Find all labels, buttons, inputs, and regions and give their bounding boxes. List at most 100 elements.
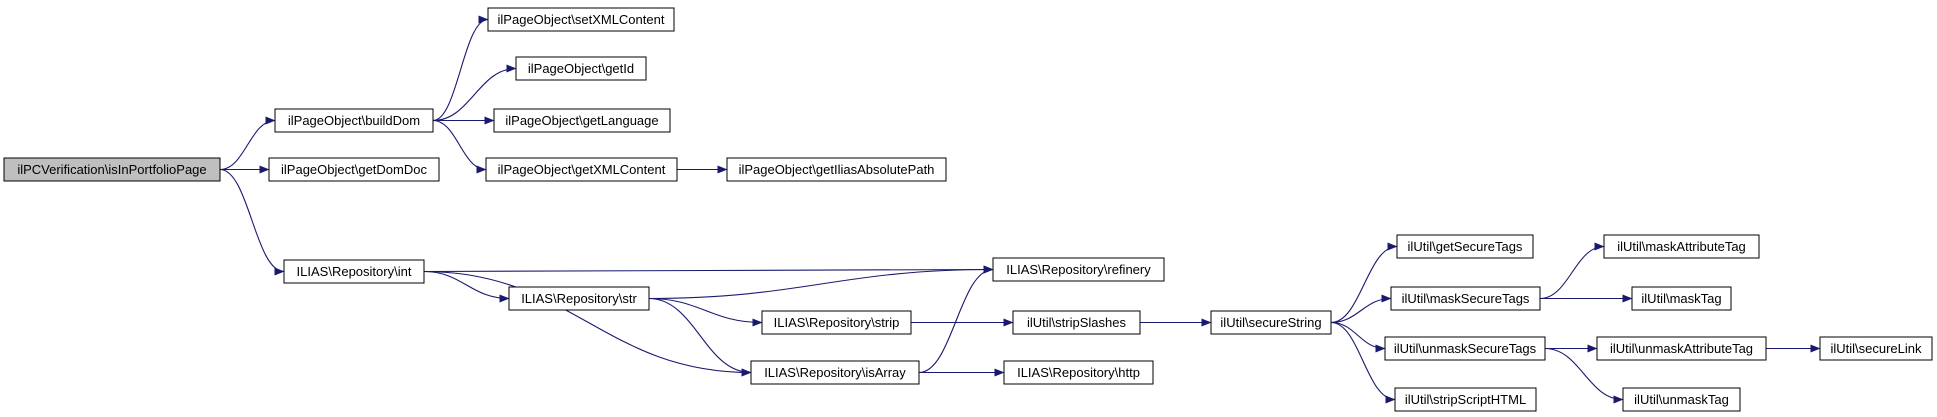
edge-int-to-refinery — [423, 265, 994, 274]
node-box — [1603, 234, 1760, 259]
node-get-id[interactable]: ilPageObject\getId — [515, 56, 647, 81]
node-box — [485, 157, 678, 182]
edge-int-to-str — [423, 270, 510, 303]
node-str[interactable]: ILIAS\Repository\str — [508, 286, 650, 311]
node-unmask-tag[interactable]: ilUtil\unmaskTag — [1622, 387, 1741, 412]
node-root[interactable]: ilPCVerification\isInPortfolioPage — [3, 157, 221, 182]
edge-arrow — [918, 265, 994, 374]
edge-build-dom-to-get-id — [432, 64, 517, 122]
node-get-ilias-absolute-path[interactable]: ilPageObject\getIliasAbsolutePath — [726, 157, 947, 182]
node-strip[interactable]: ILIAS\Repository\strip — [761, 310, 912, 335]
node-box — [1819, 336, 1933, 361]
node-label: ilUtil\unmaskAttributeTag — [1610, 341, 1753, 356]
node-box — [493, 108, 671, 133]
edge-str-to-is-array — [648, 297, 752, 377]
node-box — [726, 157, 947, 182]
edge-arrow — [648, 265, 994, 300]
node-refinery[interactable]: ILIAS\Repository\refinery — [992, 257, 1165, 282]
node-label: ilUtil\unmaskTag — [1634, 392, 1729, 407]
edge-arrow — [1330, 294, 1392, 324]
edge-arrow — [423, 265, 994, 274]
edge-arrow — [219, 168, 285, 276]
node-set-xmlcontent[interactable]: ilPageObject\setXMLContent — [487, 7, 675, 32]
edge-root-to-int — [219, 168, 285, 276]
node-mask-tag[interactable]: ilUtil\maskTag — [1631, 286, 1732, 311]
node-label: ilUtil\getSecureTags — [1408, 239, 1523, 254]
edge-layer — [219, 15, 1821, 404]
edge-arrow — [423, 270, 752, 377]
node-mask-attribute-tag[interactable]: ilUtil\maskAttributeTag — [1603, 234, 1760, 259]
node-label: ilPCVerification\isInPortfolioPage — [17, 162, 206, 177]
edge-int-to-is-array — [423, 270, 752, 377]
node-label: ilUtil\secureString — [1220, 315, 1321, 330]
node-box — [283, 259, 425, 284]
edge-str-to-refinery — [648, 265, 994, 300]
node-int[interactable]: ILIAS\Repository\int — [283, 259, 425, 284]
edge-arrow — [432, 15, 489, 122]
node-label: ilUtil\unmaskSecureTags — [1394, 341, 1537, 356]
node-label: ilUtil\maskSecureTags — [1402, 291, 1530, 306]
node-box — [487, 7, 675, 32]
edge-mask-secure-tags-to-mask-attribute-tag — [1539, 242, 1605, 300]
node-get-dom-doc[interactable]: ilPageObject\getDomDoc — [268, 157, 440, 182]
node-box — [1396, 234, 1534, 259]
node-label: ilUtil\stripScriptHTML — [1405, 392, 1526, 407]
edge-arrow — [1330, 321, 1386, 353]
edge-build-dom-to-get-xmlcontent — [432, 119, 487, 174]
edge-arrow — [648, 297, 752, 377]
node-label: ILIAS\Repository\strip — [774, 315, 900, 330]
node-get-secure-tags[interactable]: ilUtil\getSecureTags — [1396, 234, 1534, 259]
node-label: ilUtil\secureLink — [1830, 341, 1922, 356]
node-box — [1012, 310, 1141, 335]
node-label: ilPageObject\getId — [528, 61, 634, 76]
node-label: ILIAS\Repository\refinery — [1006, 262, 1151, 277]
node-secure-string[interactable]: ilUtil\secureString — [1210, 310, 1332, 335]
node-unmask-secure-tags[interactable]: ilUtil\unmaskSecureTags — [1384, 336, 1546, 361]
edge-secure-string-to-unmask-secure-tags — [1330, 321, 1386, 353]
node-build-dom[interactable]: ilPageObject\buildDom — [274, 108, 434, 133]
node-box — [750, 360, 920, 385]
node-unmask-attribute-tag[interactable]: ilUtil\unmaskAttributeTag — [1596, 336, 1767, 361]
node-get-language[interactable]: ilPageObject\getLanguage — [493, 108, 671, 133]
node-box — [761, 310, 912, 335]
node-label: ilPageObject\getXMLContent — [498, 162, 666, 177]
node-box — [1622, 387, 1741, 412]
node-strip-slashes[interactable]: ilUtil\stripSlashes — [1012, 310, 1141, 335]
node-box — [1003, 360, 1154, 385]
node-label: ilPageObject\getLanguage — [505, 113, 658, 128]
edge-arrow — [648, 297, 763, 327]
edge-arrow — [1539, 242, 1605, 300]
node-box — [992, 257, 1165, 282]
node-box — [1631, 286, 1732, 311]
node-strip-script-html[interactable]: ilUtil\stripScriptHTML — [1394, 387, 1537, 412]
node-is-array[interactable]: ILIAS\Repository\isArray — [750, 360, 920, 385]
edge-unmask-secure-tags-to-unmask-tag — [1544, 347, 1624, 404]
node-label: ILIAS\Repository\isArray — [764, 365, 906, 380]
node-label: ilUtil\stripSlashes — [1027, 315, 1126, 330]
edge-arrow — [219, 116, 276, 171]
node-http[interactable]: ILIAS\Repository\http — [1003, 360, 1154, 385]
node-label: ilPageObject\buildDom — [288, 113, 420, 128]
node-label: ILIAS\Repository\str — [521, 291, 637, 306]
node-secure-link[interactable]: ilUtil\secureLink — [1819, 336, 1933, 361]
node-box — [1394, 387, 1537, 412]
node-label: ilUtil\maskTag — [1641, 291, 1721, 306]
node-box — [268, 157, 440, 182]
node-box — [1384, 336, 1546, 361]
node-box — [1596, 336, 1767, 361]
node-mask-secure-tags[interactable]: ilUtil\maskSecureTags — [1390, 286, 1541, 311]
node-box — [508, 286, 650, 311]
node-box — [274, 108, 434, 133]
edge-str-to-strip — [648, 297, 763, 327]
node-label: ilPageObject\setXMLContent — [498, 12, 665, 27]
node-layer: ilPCVerification\isInPortfolioPage ilPage… — [3, 7, 1933, 412]
edge-arrow — [1330, 321, 1396, 404]
edge-secure-string-to-strip-script-html — [1330, 321, 1396, 404]
edge-root-to-build-dom — [219, 116, 276, 171]
edge-secure-string-to-get-secure-tags — [1330, 242, 1398, 324]
node-label: ILIAS\Repository\int — [297, 264, 412, 279]
edge-arrow — [1330, 242, 1398, 324]
node-get-xmlcontent[interactable]: ilPageObject\getXMLContent — [485, 157, 678, 182]
edge-secure-string-to-mask-secure-tags — [1330, 294, 1392, 324]
